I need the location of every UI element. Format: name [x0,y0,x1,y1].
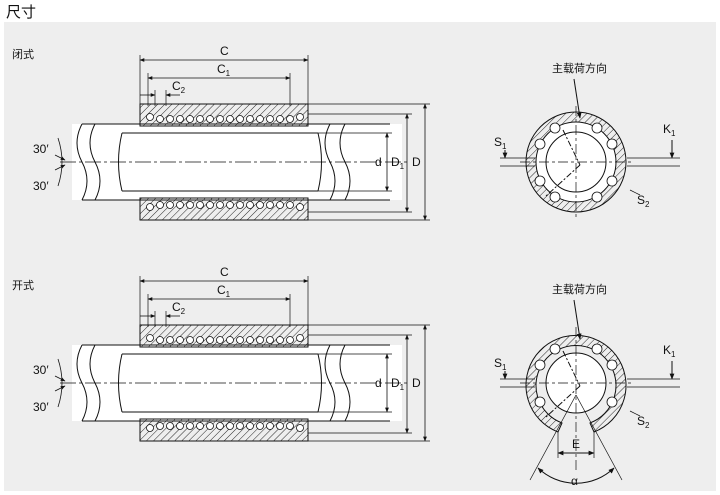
open-dim-alpha: α [571,474,578,488]
open-dim-C1: C1 [217,283,231,299]
closed-section-view [500,78,680,218]
closed-dim-D1: D1 [391,155,405,171]
closed-dim-C: C [220,44,229,58]
page-title: 尺寸 [6,4,37,21]
closed-label: 闭式 [12,48,34,61]
closed-dimension-lines [54,58,427,221]
open-dim-D1: D1 [391,376,405,392]
closed-dim-S1: S1 [494,135,507,151]
open-angle-bottom: 30′ [33,400,49,414]
closed-dim-C2: C2 [172,79,186,95]
closed-side-view [60,55,430,221]
closed-dim-S2: S2 [637,193,650,209]
closed-dim-K1: K1 [663,122,676,138]
closed-dim-D: D [412,155,421,169]
open-side-view [60,276,430,442]
open-dim-D: D [412,376,421,390]
open-dimension-lines [54,279,427,442]
closed-balls [146,113,304,211]
open-dim-d: d [375,376,382,390]
closed-type: 闭式 [12,44,680,221]
open-angle-top: 30′ [33,363,49,377]
open-type: 开式 [12,265,680,488]
open-dim-K1: K1 [663,343,676,359]
open-dim-S2: S2 [637,414,650,430]
open-balls [146,334,304,432]
closed-dim-C1: C1 [217,62,231,78]
open-label: 开式 [12,279,34,292]
closed-dim-d: d [375,155,382,169]
closed-angle-top: 30′ [33,142,49,156]
open-dim-C2: C2 [172,300,186,316]
open-load-direction: 主载荷方向 [552,282,607,296]
open-dim-S1: S1 [494,356,507,372]
open-section-view [500,299,680,484]
closed-angle-bottom: 30′ [33,179,49,193]
open-dim-C: C [220,265,229,279]
open-dim-E: E [572,437,580,451]
closed-load-direction: 主载荷方向 [552,61,607,75]
